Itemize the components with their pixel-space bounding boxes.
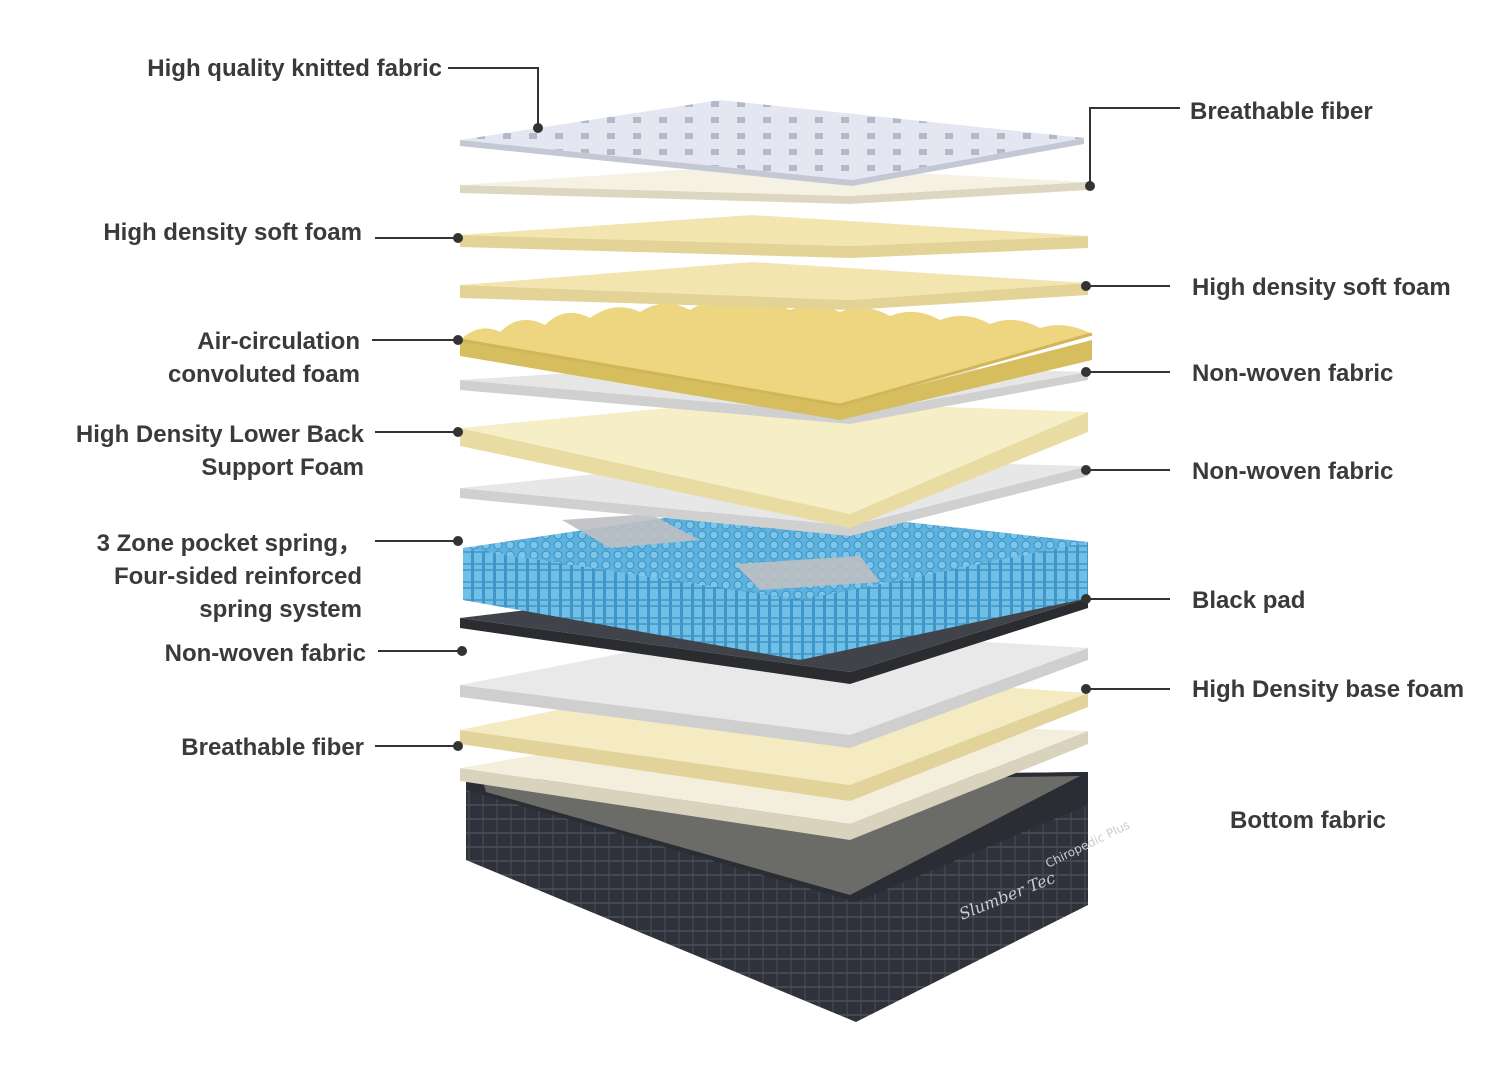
leader-dot-left-non-woven-fabric (457, 646, 467, 656)
label-line: Non-woven fabric (164, 640, 366, 667)
label-right-bottom-fabric: Bottom fabric (1230, 804, 1386, 837)
label-left-high-density-soft-foam: High density soft foam (103, 216, 362, 249)
label-line: Black pad (1192, 587, 1306, 614)
layer-high-density-soft-foam-lower (460, 262, 1088, 310)
label-line: Air-circulation (197, 328, 360, 355)
leader-dot-left-breathable-fiber (453, 741, 463, 751)
label-line: High Density Lower Back (75, 421, 364, 448)
leader-dot-left-air-circulation-convoluted-foam (453, 335, 463, 345)
label-right-black-pad: Black pad (1192, 584, 1305, 617)
leader-lines (372, 67, 1180, 751)
label-line: Breathable fiber (181, 734, 364, 761)
label-line: spring system (199, 596, 362, 623)
leader-dot-right-high-density-base-foam (1081, 684, 1091, 694)
leader-dot-left-high-density-soft-foam (453, 233, 463, 243)
label-line: 3 Zone pocket spring， (96, 530, 362, 557)
label-left-high-density-lower-back-support-foam: High Density Lower Back Support Foam (76, 418, 364, 484)
layer-air-circulation-convoluted-foam (459, 300, 1093, 420)
leader-line-left-high-quality-knitted-fabric (448, 67, 539, 128)
leader-line-right-breathable-fiber (1089, 107, 1180, 186)
layer-high-density-soft-foam-upper (460, 215, 1088, 258)
label-line: Breathable fiber (1190, 98, 1373, 125)
leader-dot-right-high-density-soft-foam (1081, 281, 1091, 291)
leader-dot-right-breathable-fiber (1085, 181, 1095, 191)
label-left-air-circulation-convoluted-foam: Air-circulation convoluted foam (168, 325, 360, 391)
label-left-pocket-spring-system: 3 Zone pocket spring， Four-sided reinforc… (97, 527, 362, 626)
leader-dot-left-high-quality-knitted-fabric (533, 123, 543, 133)
label-line: High quality knitted fabric (147, 55, 442, 82)
label-right-non-woven-fabric-2: Non-woven fabric (1192, 455, 1393, 488)
label-line: Non-woven fabric (1192, 458, 1394, 485)
label-left-breathable-fiber: Breathable fiber (181, 731, 364, 764)
label-right-high-density-base-foam: High Density base foam (1192, 673, 1464, 706)
label-line: Support Foam (201, 454, 364, 481)
label-left-non-woven-fabric: Non-woven fabric (165, 637, 366, 670)
leader-dot-left-pocket-spring-system (453, 536, 463, 546)
label-line: High density soft foam (1192, 274, 1451, 301)
layer-pocket-spring-system (463, 505, 1088, 660)
label-line: convoluted foam (167, 361, 360, 388)
label-right-non-woven-fabric-1: Non-woven fabric (1192, 357, 1393, 390)
label-right-breathable-fiber: Breathable fiber (1190, 95, 1373, 128)
layer-breathable-fiber-top (460, 165, 1088, 204)
label-line: High Density base foam (1192, 676, 1465, 703)
leader-dot-right-non-woven-fabric-1 (1081, 367, 1091, 377)
label-line: High density soft foam (103, 219, 362, 246)
layer-high-density-lower-back-support-foam (460, 400, 1088, 528)
layer-high-quality-knitted-fabric (460, 100, 1084, 186)
label-line: Bottom fabric (1230, 807, 1386, 834)
leader-dot-left-high-density-lower-back-support-foam (453, 427, 463, 437)
label-left-high-quality-knitted-fabric: High quality knitted fabric (147, 52, 442, 85)
label-right-high-density-soft-foam: High density soft foam (1192, 271, 1451, 304)
label-line: Non-woven fabric (1192, 360, 1394, 387)
leader-dot-right-black-pad (1081, 594, 1091, 604)
label-line: Four-sided reinforced (113, 563, 362, 590)
leader-dot-right-non-woven-fabric-2 (1081, 465, 1091, 475)
